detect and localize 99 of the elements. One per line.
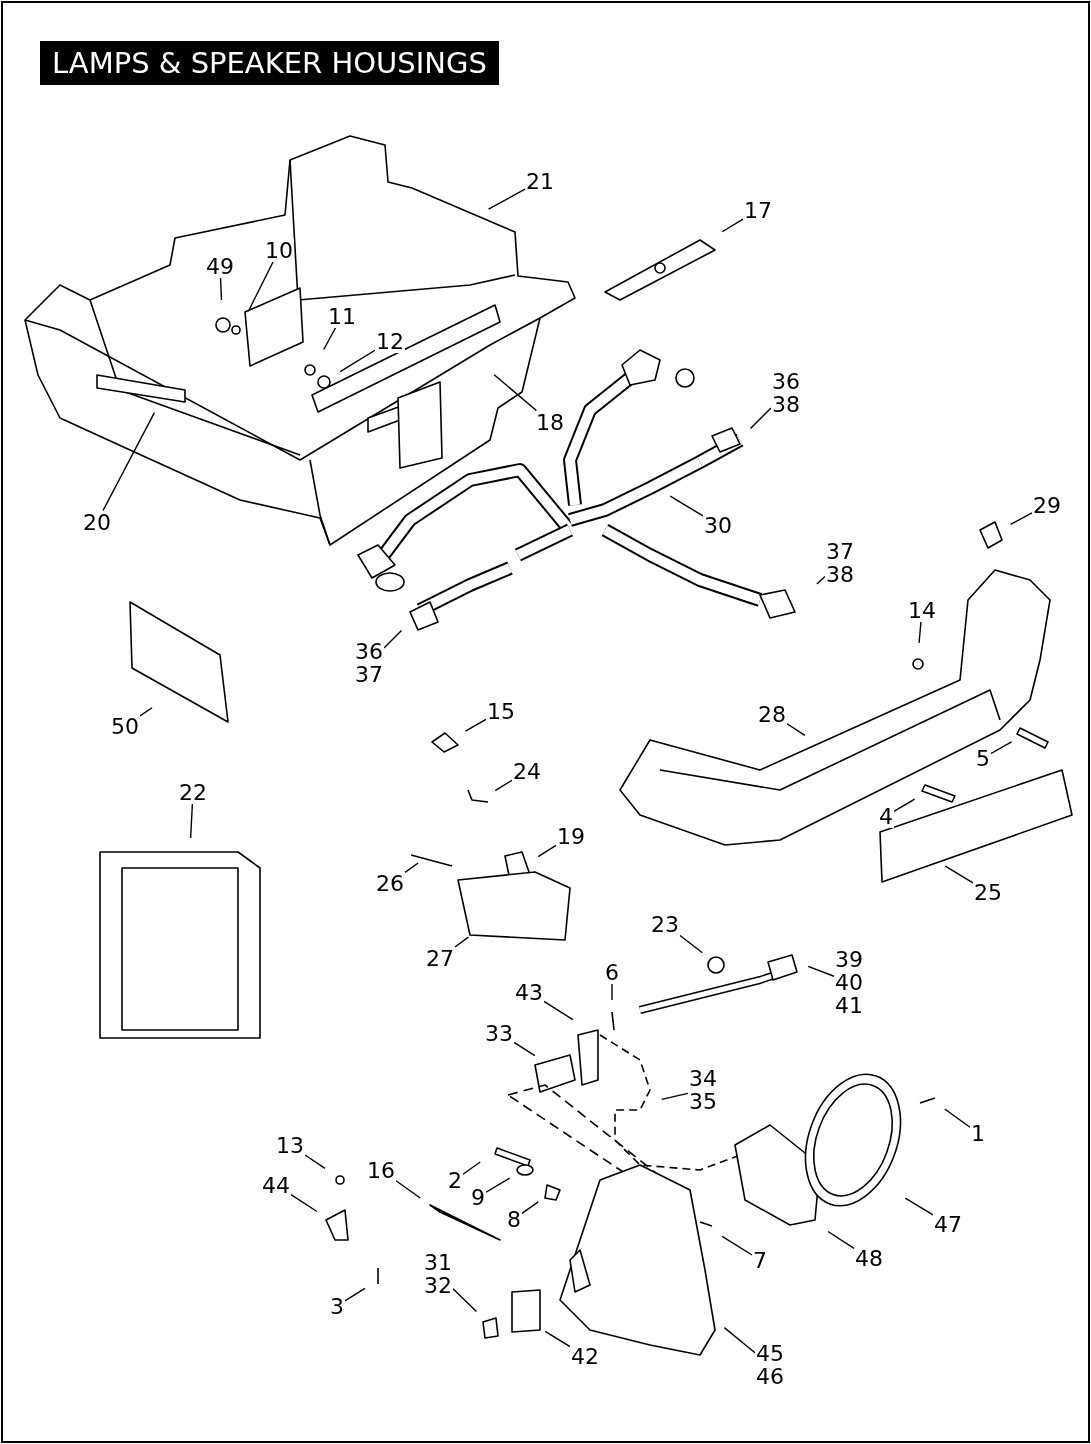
leader-line — [721, 218, 744, 233]
leader-line — [102, 411, 156, 512]
callout-number: 40 — [835, 970, 863, 994]
callout-number: 50 — [111, 714, 139, 738]
callout-number: 45 — [756, 1342, 784, 1365]
leader-line — [344, 1287, 366, 1302]
leader-line — [304, 1154, 326, 1170]
callout-number: 3 — [330, 1294, 344, 1318]
callout-number: 9 — [471, 1185, 485, 1209]
leader-line — [493, 374, 538, 412]
leader-line — [323, 326, 337, 351]
callout-number: 35 — [689, 1090, 717, 1113]
leader-line — [669, 495, 704, 517]
leader-line — [679, 934, 704, 954]
leader-line — [462, 1161, 481, 1175]
leader-line — [485, 1177, 511, 1193]
callout-number: 20 — [83, 510, 111, 534]
callout-number: 49 — [206, 254, 234, 278]
callout-number: 14 — [908, 598, 936, 622]
callout-number: 8 — [507, 1207, 521, 1231]
callout-number: 6 — [605, 960, 619, 984]
leader-line — [139, 707, 153, 717]
callout-number: 44 — [262, 1173, 290, 1197]
leader-line — [918, 620, 922, 644]
leader-line — [395, 1180, 421, 1199]
callout-number: 1 — [971, 1121, 985, 1145]
leader-line — [383, 629, 403, 649]
callout-number: 11 — [328, 304, 356, 328]
leader-line — [454, 936, 470, 948]
callout-number: 17 — [744, 198, 772, 222]
callout-number: 22 — [179, 780, 207, 804]
callout-number: 27 — [426, 946, 454, 970]
leader-line — [944, 1108, 971, 1128]
callout-number: 33 — [485, 1021, 513, 1045]
callout-number: 29 — [1033, 493, 1061, 517]
leader-line — [521, 1201, 539, 1215]
leader-line — [452, 1288, 478, 1313]
callout-number: 31 — [424, 1251, 452, 1274]
leader-line — [661, 1092, 689, 1101]
callout-number: 12 — [376, 329, 404, 353]
callout-number: 39 — [835, 947, 863, 971]
leader-line — [749, 407, 772, 430]
leader-line — [543, 1000, 574, 1021]
callout-number: 16 — [367, 1158, 395, 1182]
leader-line — [544, 1330, 571, 1348]
title: LAMPS & SPEAKER HOUSINGS — [40, 41, 499, 85]
callout-number: 2 — [448, 1168, 462, 1192]
leader-line — [816, 575, 826, 585]
callout-number: 26 — [376, 871, 404, 895]
leader-line — [786, 723, 806, 737]
callout-number: 15 — [487, 699, 515, 723]
callout-number: 10 — [265, 238, 293, 262]
callout-number: 21 — [526, 169, 554, 193]
callout-number: 41 — [835, 993, 863, 1017]
callout-number: 38 — [826, 563, 854, 586]
leader-line — [464, 718, 487, 732]
leader-line — [513, 1041, 536, 1057]
callout-number: 28 — [758, 702, 786, 726]
leader-line — [990, 741, 1013, 755]
callout-number: 19 — [557, 824, 585, 848]
callout-number: 18 — [536, 410, 564, 434]
callout-number: 4 — [879, 804, 893, 828]
callout-number: 38 — [772, 393, 800, 416]
callout-number: 43 — [515, 980, 543, 1004]
leader-line — [487, 188, 526, 210]
leader-line — [827, 1230, 855, 1249]
callout-number: 32 — [424, 1274, 452, 1297]
leader-line — [807, 965, 835, 977]
leader-line — [537, 844, 557, 858]
leader-line — [247, 260, 274, 312]
callout-number: 37 — [355, 663, 383, 686]
leader-line — [893, 798, 916, 812]
leader-line — [611, 982, 613, 1001]
callout-number: 36 — [355, 640, 383, 663]
callout-number: 23 — [651, 912, 679, 936]
leader-line — [339, 349, 376, 373]
leader-line — [723, 1326, 756, 1354]
callout-number: 25 — [974, 880, 1002, 904]
callout-number: 42 — [571, 1344, 599, 1368]
leader-line — [904, 1197, 934, 1216]
callout-number: 30 — [704, 513, 732, 537]
callout-number: 34 — [689, 1067, 717, 1090]
leader-line — [404, 862, 419, 874]
leader-line — [944, 865, 974, 884]
callout-number: 13 — [276, 1133, 304, 1157]
callout-number: 48 — [855, 1246, 883, 1270]
leader-line — [290, 1194, 318, 1213]
callout-number: 7 — [753, 1248, 767, 1272]
callout-number: 47 — [934, 1212, 962, 1236]
leader-line — [721, 1235, 753, 1256]
leader-line — [219, 276, 223, 301]
leader-line — [189, 802, 194, 839]
callout-number: 36 — [772, 370, 800, 393]
leader-line — [494, 779, 513, 792]
callout-number: 24 — [513, 759, 541, 783]
callout-number: 5 — [976, 746, 990, 770]
callout-number: 37 — [826, 540, 854, 563]
callout-number: 46 — [756, 1365, 784, 1388]
leader-line — [1009, 512, 1033, 526]
